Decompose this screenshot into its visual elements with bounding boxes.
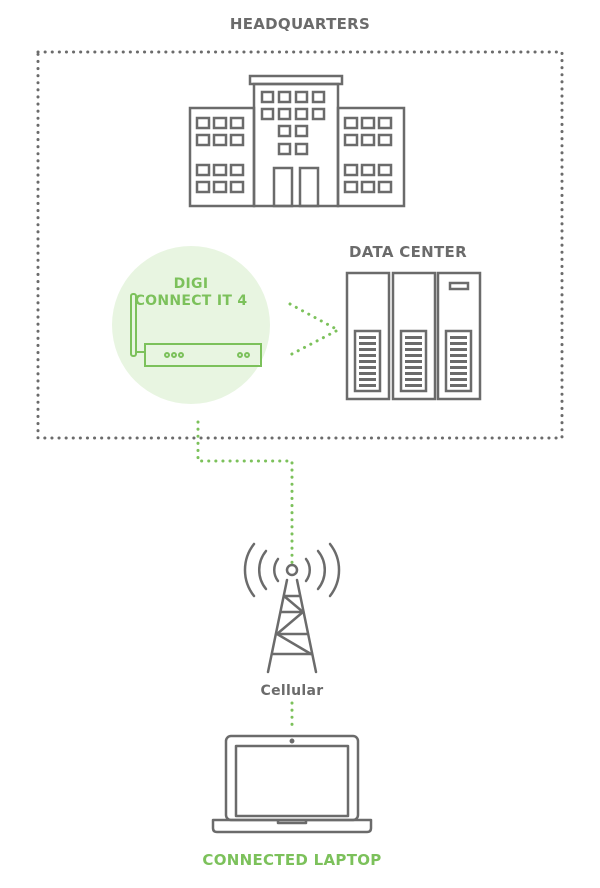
laptop-icon (211, 734, 373, 834)
device-name-line1: DIGI (173, 276, 209, 292)
device-highlight (112, 246, 270, 404)
headquarters-label: HEADQUARTERS (229, 15, 371, 33)
connected-laptop-label: CONNECTED LAPTOP (202, 851, 382, 869)
cell-tower-icon (243, 542, 341, 674)
server-rack-icon (345, 271, 482, 401)
cellular-label: Cellular (260, 683, 324, 699)
device-name-line2: CONNECT IT 4 (134, 293, 248, 309)
headquarters-boundary (36, 50, 564, 440)
building-icon (188, 74, 406, 208)
router-icon (130, 293, 262, 367)
connection-lines (196, 302, 342, 730)
data-center-label: DATA CENTER (349, 243, 467, 261)
